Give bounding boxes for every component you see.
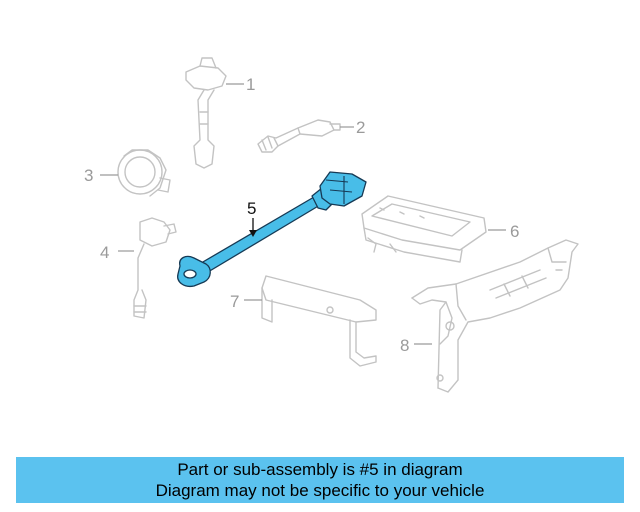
callout-2: 2 <box>356 118 365 137</box>
part-3-sensor <box>117 149 171 197</box>
part-4-position-sensor <box>133 217 177 319</box>
callout-5-arrowhead <box>249 230 257 237</box>
part-1-ignition-coil <box>185 57 227 169</box>
part-8-mounting-frame <box>411 239 579 393</box>
callout-1: 1 <box>246 75 255 94</box>
callout-8: 8 <box>400 336 409 355</box>
info-banner: Part or sub-assembly is #5 in diagram Di… <box>16 457 624 503</box>
callout-6: 6 <box>510 222 519 241</box>
part-6-control-module <box>361 195 487 263</box>
part-5-knock-sensor <box>177 171 367 288</box>
part-7-bracket <box>261 275 377 367</box>
part-2-spark-plug <box>257 119 341 153</box>
banner-line-2: Diagram may not be specific to your vehi… <box>155 481 485 500</box>
parts-diagram: 1 2 3 4 5 <box>84 57 579 393</box>
callout-7: 7 <box>230 292 239 311</box>
callout-4: 4 <box>100 243 109 262</box>
banner-line-1: Part or sub-assembly is #5 in diagram <box>177 460 463 479</box>
callout-5: 5 <box>247 199 256 218</box>
callout-3: 3 <box>84 166 93 185</box>
